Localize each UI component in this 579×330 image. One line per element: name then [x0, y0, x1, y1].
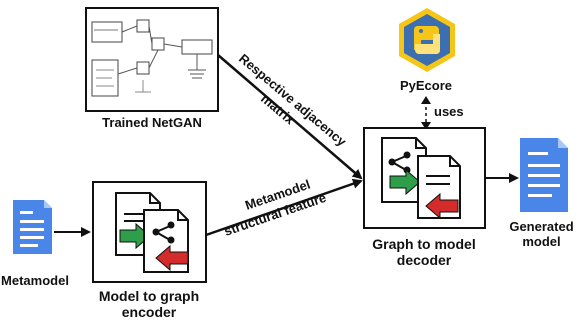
label-generated-model: Generated model [504, 219, 579, 250]
decoder-box [363, 127, 486, 229]
share-icon [152, 221, 175, 244]
label-graph-to-model-line1: Graph to model [372, 236, 476, 252]
label-pyecore: PyEcore [399, 78, 453, 93]
netgan-box [85, 7, 219, 112]
label-metamodel: Metamodel [1, 273, 69, 288]
label-graph-to-model: Graph to model decoder [356, 236, 492, 268]
metamodel-doc-icon [13, 200, 52, 254]
share-icon [388, 151, 411, 174]
label-trained-netgan: Trained NetGAN [102, 115, 202, 130]
label-generated-line1: Generated [509, 219, 574, 234]
label-model-to-graph: Model to graph encoder [84, 288, 214, 320]
label-uses: uses [434, 104, 464, 119]
label-model-to-graph-line2: encoder [121, 304, 177, 321]
arrow-netgan-to-decoder [217, 54, 363, 180]
encoder-box [92, 181, 207, 283]
arrow-encoder-to-decoder [205, 178, 363, 237]
label-model-to-graph-line1: Model to graph [98, 288, 200, 304]
generated-doc-icon [520, 138, 568, 212]
label-graph-to-model-line2: decoder [396, 252, 452, 269]
label-respective-adjacency: Respective adjacency [236, 51, 350, 150]
label-generated-line2: model [522, 233, 561, 249]
python-logo-icon [399, 8, 455, 72]
